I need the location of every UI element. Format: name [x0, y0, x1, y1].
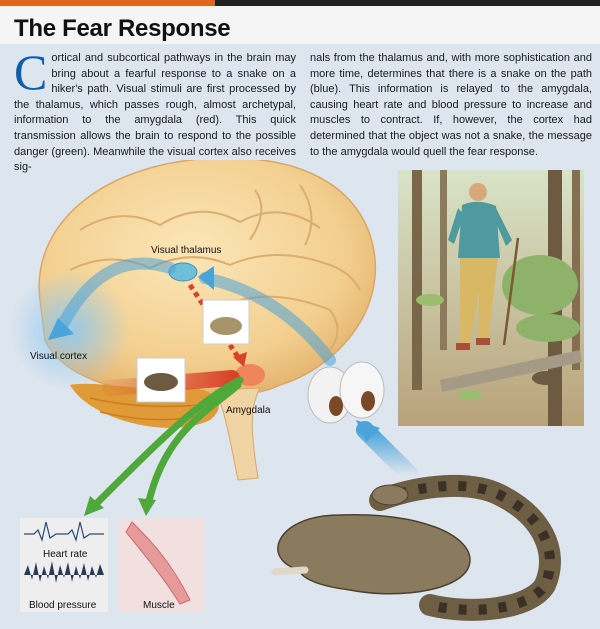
- eyeballs: [307, 361, 385, 424]
- header: The Fear Response: [0, 6, 600, 44]
- blue-arrowhead-thalamus: [198, 266, 214, 290]
- heart-rate-panel: [20, 518, 108, 612]
- rattlesnake: [271, 474, 561, 621]
- fear-response-illustration: [10, 160, 584, 621]
- label-visual-thalamus: Visual thalamus: [151, 245, 222, 256]
- label-visual-cortex: Visual cortex: [30, 351, 88, 362]
- muscle-panel: [118, 518, 204, 612]
- label-amygdala: Amygdala: [226, 405, 271, 416]
- green-arrowhead-heart: [84, 496, 104, 516]
- label-heart-rate: Heart rate: [43, 549, 88, 560]
- blue-arrow-snake-to-eyes: [356, 421, 419, 484]
- green-path-muscle: [144, 381, 242, 509]
- snake-thumbnail-upper: [202, 299, 250, 345]
- green-arrowhead-muscle: [138, 498, 156, 516]
- top-bar: [0, 0, 600, 6]
- drop-cap: C: [14, 44, 48, 100]
- label-blood-pressure: Blood pressure: [29, 600, 97, 611]
- snake-thumbnail-lower: [136, 357, 186, 403]
- blue-arrowhead-eyes: [356, 420, 380, 442]
- intro-column-right: nals from the thalamus and, with more so…: [310, 51, 592, 160]
- red-arrowhead: [233, 352, 247, 367]
- hiker-forest-scene: [398, 170, 584, 426]
- blue-path-to-cortex: [54, 257, 176, 336]
- top-bar-accent: [0, 0, 215, 6]
- blue-arrowhead-cortex: [48, 318, 74, 340]
- blue-path-eye-to-thalamus: [199, 272, 336, 366]
- intro-left-text: ortical and subcortical pathways in the …: [14, 52, 296, 174]
- page-title: The Fear Response: [14, 15, 231, 42]
- intro-right-text: nals from the thalamus and, with more so…: [310, 52, 592, 158]
- green-path-heart: [91, 376, 244, 509]
- hiker-figure: [448, 183, 520, 350]
- label-muscle: Muscle: [143, 600, 175, 611]
